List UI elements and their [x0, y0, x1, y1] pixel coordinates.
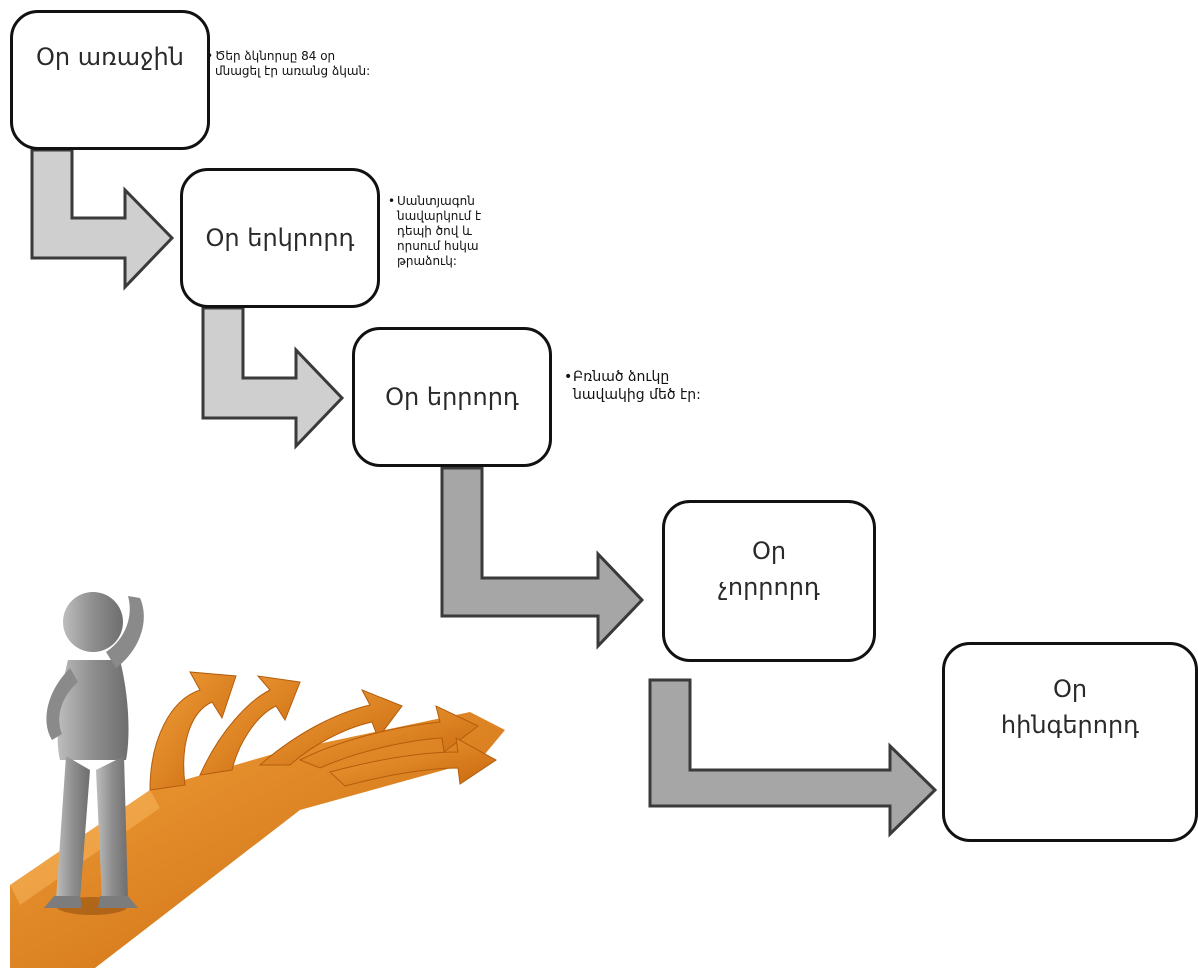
step-box-day-2: Օր երկրորդ — [180, 168, 380, 308]
branch-arrows — [149, 671, 497, 791]
step-label: Օր չորրորդ — [718, 537, 820, 601]
arrow-1-to-2 — [30, 148, 175, 291]
step-note-day-1: Ծեր ձկնորսը 84 օր մնացել էր առանց ձկան: — [206, 49, 375, 79]
thinking-figure — [44, 592, 144, 915]
step-label: Օր հինգերորդ — [1000, 675, 1140, 739]
step-label: Օր առաջին — [36, 43, 184, 71]
step-box-day-4: Օր չորրորդ — [662, 500, 876, 662]
arrow-4-to-5 — [648, 678, 938, 838]
step-note-day-3: Բռնած ձուկը նավակից մեծ էր: — [564, 369, 709, 404]
step-box-day-3: Օր երրորդ — [352, 327, 552, 467]
step-label: Օր երկրորդ — [205, 224, 355, 252]
step-note-day-2: Սանտյագոն նավարկում է դեպի ծով և որսում … — [388, 194, 515, 269]
step-box-day-5: Օր հինգերորդ — [942, 642, 1198, 842]
step-label: Օր երրորդ — [385, 383, 519, 411]
step-box-day-1: Օր առաջին — [10, 10, 210, 150]
arrow-2-to-3 — [201, 306, 345, 450]
arrow-3-to-4 — [440, 466, 645, 650]
